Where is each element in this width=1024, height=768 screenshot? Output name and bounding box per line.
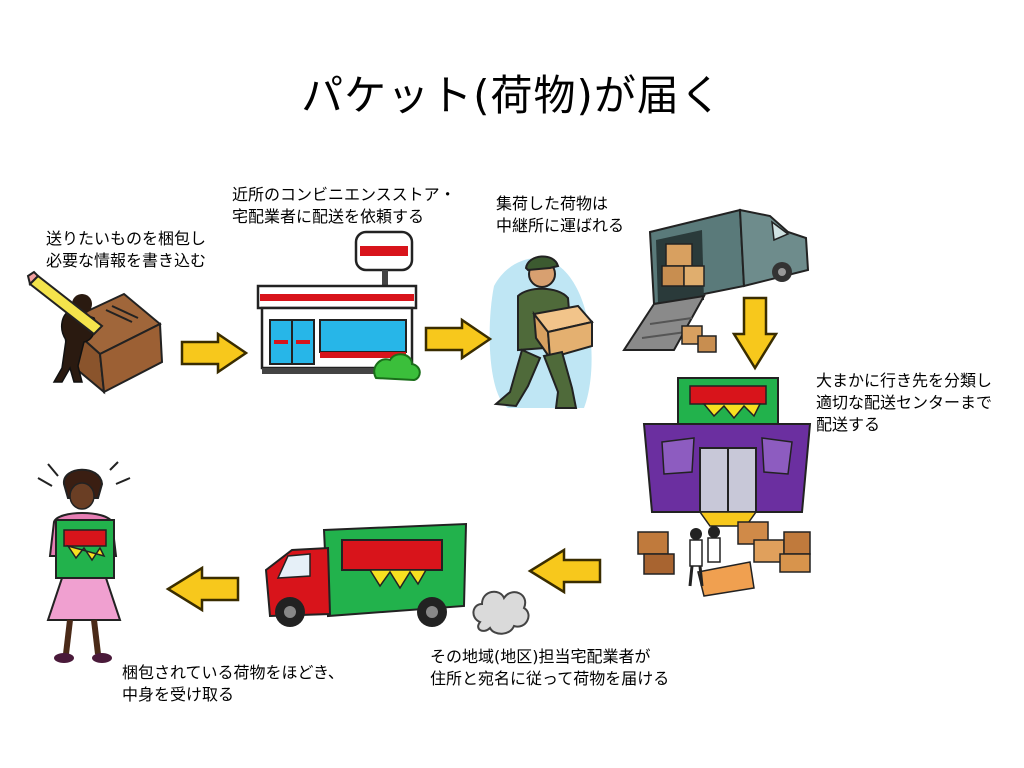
flow-arrow-3 [731, 296, 779, 371]
caption-line: 集荷した荷物は [496, 194, 609, 213]
flow-arrow-1 [180, 331, 249, 375]
flow-arrow-icon [527, 547, 602, 595]
caption-receive: 梱包されている荷物をほどき、 中身を受け取る [122, 662, 344, 706]
workers-icon [688, 526, 721, 587]
caption-store: 近所のコンビニエンスストア・ 宅配業者に配送を依頼する [232, 184, 456, 228]
delivery-truck-icon [264, 522, 468, 627]
caption-collect: 集荷した荷物は 中継所に運ばれる [496, 193, 624, 237]
convenience-store-icon [256, 230, 421, 382]
caption-line: 中身を受け取る [122, 685, 235, 704]
caption-local-delivery: その地域(地区)担当宅配業者が 住所と宛名に従って荷物を届ける [430, 646, 669, 690]
delivery-truck-illustration [264, 522, 468, 627]
convenience-store-illustration [256, 230, 421, 382]
caption-line: 送りたいものを梱包し [46, 229, 207, 248]
moving-truck-icon [622, 208, 810, 353]
packing-person-illustration [26, 270, 164, 395]
flow-arrow-icon [180, 331, 249, 375]
receiver-illustration [37, 461, 131, 663]
moving-truck-illustration [622, 208, 810, 353]
courier-illustration [489, 255, 594, 409]
flow-arrow-2 [424, 317, 493, 361]
flow-arrow-4 [527, 547, 602, 595]
caption-line: 中継所に運ばれる [496, 216, 625, 235]
pencil-icon [26, 270, 104, 336]
flow-arrow-icon [165, 565, 240, 613]
slide-title: パケット(荷物)が届く [301, 71, 723, 120]
flow-arrow-icon [424, 317, 493, 361]
distribution-center-icon [637, 377, 812, 597]
caption-line: 宅配業者に配送を依頼する [232, 207, 425, 226]
distribution-center-illustration [637, 377, 812, 597]
flow-arrow-icon [731, 296, 779, 371]
flow-arrow-5 [165, 565, 240, 613]
caption-line: 配送する [816, 415, 881, 434]
caption-line: 必要な情報を書き込む [46, 251, 207, 270]
caption-pack: 送りたいものを梱包し 必要な情報を書き込む [46, 228, 206, 272]
excited-receiver-icon [37, 461, 131, 663]
courier-carrying-box-icon [493, 255, 594, 409]
cardboard-boxes-icon [637, 521, 811, 597]
exhaust-cloud-icon [472, 590, 530, 635]
caption-line: 大まかに行き先を分類し [816, 371, 993, 390]
caption-sort: 大まかに行き先を分類し 適切な配送センターまで 配送する [816, 370, 992, 436]
caption-line: 梱包されている荷物をほどき、 [122, 663, 344, 682]
caption-line: 適切な配送センターまで [816, 393, 993, 412]
caption-line: その地域(地区)担当宅配業者が [430, 647, 651, 666]
caption-line: 住所と宛名に従って荷物を届ける [430, 669, 670, 688]
caption-line: 近所のコンビニエンスストア・ [232, 185, 456, 204]
